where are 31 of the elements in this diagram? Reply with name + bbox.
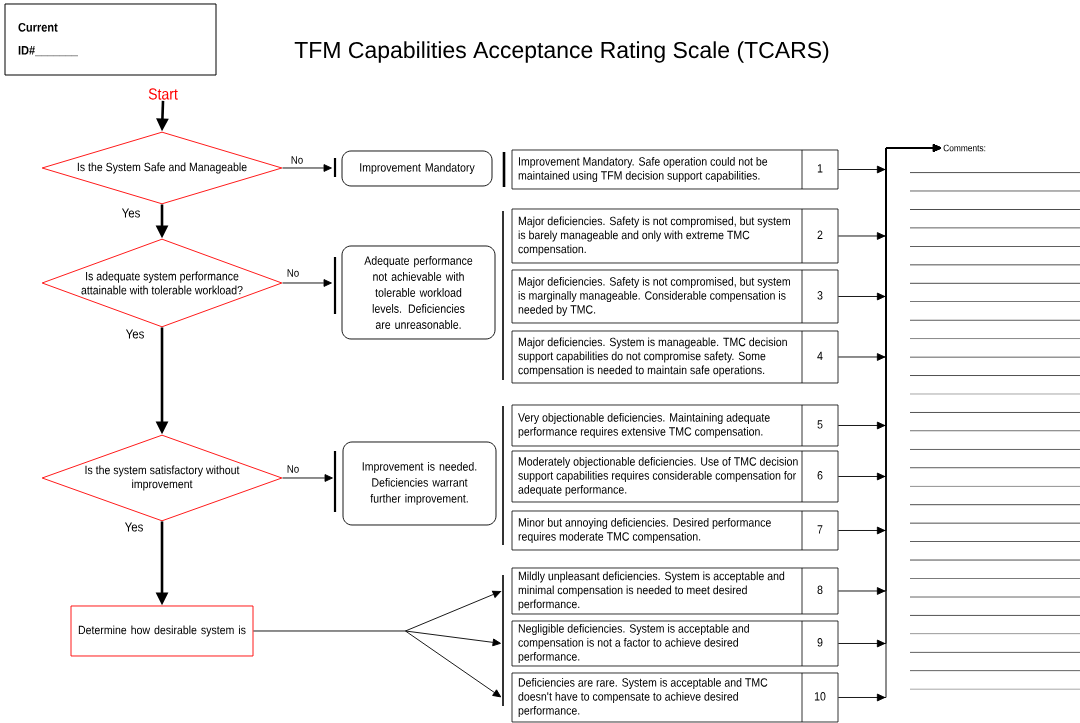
- rating-box: Negligible deficiencies. System is acceptable and compensation is not a factor to achieve desired performance. 9: [511, 620, 839, 667]
- title: TFM Capabilities Acceptance Rating Scale (TCARS): [294, 41, 829, 63]
- edge-label: No: [285, 464, 301, 474]
- arrow: [282, 474, 333, 482]
- arrow: [405, 630, 501, 647]
- outcome-box: Adequate performance not achievable with tolerable workload levels. Deficiencies are unreasonable.: [341, 245, 496, 340]
- rating-box: Mildly unpleasant deficiencies. System is acceptable and minimal compensation is needed to meet desired performance. 8: [511, 567, 839, 615]
- rating-box: Very objectionable deficiencies. Maintaining adequate performance requires extensive TMC compensation. 5: [511, 404, 839, 447]
- rating-box: Deficiencies are rare. System is acceptable and TMC doesn't have to compensate to achieve desired performance. 10: [511, 672, 839, 723]
- edge-label: No: [289, 155, 305, 165]
- arrow: [282, 279, 332, 287]
- rating-box: Major deficiencies. Safety is not compromised, but system is marginally manageable. Considerable compensation is needed by TMC. 3: [511, 269, 839, 324]
- start-label: Start: [148, 88, 178, 100]
- rating-box: Major deficiencies. Safety is not compromised, but system is barely manageable and only with extreme TMC compensation. 2: [511, 208, 839, 264]
- edge-label: No: [285, 268, 301, 278]
- outcome-box: Improvement Mandatory: [341, 150, 493, 187]
- rating-box: Moderately objectionable deficiencies. Use of TMC decision support capabilities requires considerable compensation for adequate performance. 6: [511, 450, 839, 503]
- rating-box: Improvement Mandatory. Safe operation could not be maintained using TFM decision support capabilities. 1: [511, 149, 839, 190]
- process-box: Determine how desirable system is: [70, 605, 254, 657]
- outcome-box: Improvement is needed. Deficiencies warrant further improvement.: [342, 441, 497, 526]
- arrow: [405, 590, 502, 632]
- edge-label: Yes: [124, 328, 146, 340]
- edge-label: Yes: [123, 521, 145, 533]
- arrow: [282, 164, 332, 172]
- rating-box: Major deficiencies. System is manageable. TMC decision support capabilities do not compromise safety. Some compensation is needed to maintain safe operations. 4: [511, 330, 839, 384]
- id-box: Current ID#_______: [4, 3, 217, 76]
- comments-label: Comments:: [943, 144, 986, 152]
- connector-line: [253, 630, 406, 632]
- arrow: [405, 630, 502, 698]
- edge-label: Yes: [120, 207, 142, 219]
- rating-box: Minor but annoying deficiencies. Desired performance requires moderate TMC compensation. 7: [511, 510, 839, 551]
